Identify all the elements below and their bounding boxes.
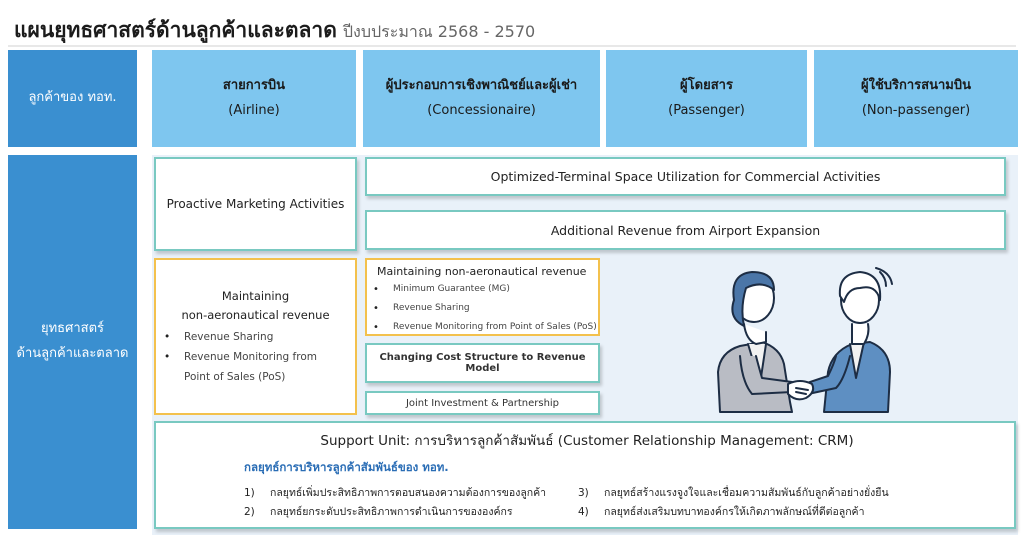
crm-item-4: 4)กลยุทธ์ส่งเสริมบทบาทองค์กรให้เกิดภาพลั… [578, 506, 865, 518]
list-item: Revenue Monitoring from Point of Sales (… [371, 318, 598, 337]
airline-nonaero-box: Maintaining non-aeronautical revenue Rev… [154, 258, 357, 415]
segment-concessionaire-en: (Concessionaire) [427, 102, 536, 118]
customers-label: ลูกค้าของ ทอท. [28, 90, 117, 106]
segment-airline: สายการบิน (Airline) [152, 50, 356, 147]
concession-nonaero-title: Maintaining non-aeronautical revenue [377, 265, 587, 278]
segment-airline-th: สายการบิน [222, 77, 286, 93]
title-period: ปีงบประมาณ 2568 - 2570 [342, 22, 536, 41]
handshake-illustration [717, 267, 893, 413]
joint-label: Joint Investment & Partnership [405, 397, 560, 409]
segment-non-passenger: ผู้ใช้บริการสนามบิน (Non-passenger) [814, 50, 1018, 147]
additional-box: Additional Revenue from Airport Expansio… [365, 210, 1006, 250]
additional-label: Additional Revenue from Airport Expansio… [550, 222, 821, 238]
segment-non-passenger-en: (Non-passenger) [861, 102, 971, 118]
crm-box: Support Unit: การบริหารลูกค้าสัมพันธ์ (C… [154, 421, 1016, 529]
cost-structure-label: Changing Cost Structure to Revenue Model [379, 352, 586, 374]
optimized-box: Optimized-Terminal Space Utilization for… [365, 157, 1006, 196]
segment-non-passenger-th: ผู้ใช้บริการสนามบิน [860, 77, 971, 93]
strategy-label-line1: ยุทธศาสตร์ [40, 321, 105, 337]
strategy-label-line2: ด้านลูกค้าและตลาด [16, 346, 129, 361]
segment-passenger: ผู้โดยสาร (Passenger) [606, 50, 807, 147]
title-divider [8, 45, 1016, 47]
joint-box: Joint Investment & Partnership [365, 391, 600, 415]
segment-concessionaire-th: ผู้ประกอบการเชิงพาณิชย์และผู้เช่า [385, 77, 578, 93]
list-item: Revenue Sharing [371, 299, 598, 318]
page-title: แผนยุทธศาสตร์ด้านลูกค้าและตลาด ปีงบประมาณ… [14, 14, 535, 47]
list-item: Minimum Guarantee (MG) [371, 280, 598, 299]
segment-passenger-en: (Passenger) [668, 102, 745, 118]
proactive-label: Proactive Marketing Activities [166, 197, 345, 211]
strategy-label-cell: ยุทธศาสตร์ ด้านลูกค้าและตลาด [8, 155, 137, 529]
airline-nonaero-list: Revenue Sharing Revenue Monitoring fromP… [156, 327, 355, 387]
segment-airline-en: (Airline) [228, 102, 280, 118]
title-main: แผนยุทธศาสตร์ด้านลูกค้าและตลาด [14, 18, 337, 42]
crm-title: Support Unit: การบริหารลูกค้าสัมพันธ์ (C… [320, 433, 854, 449]
crm-item-1: 1)กลยุทธ์เพิ่มประสิทธิภาพการตอบสนองความต… [244, 487, 547, 499]
list-item: Revenue Sharing [156, 327, 355, 347]
cost-structure-box: Changing Cost Structure to Revenue Model [365, 343, 600, 383]
crm-subtitle: กลยุทธ์การบริหารลูกค้าสัมพันธ์ของ ทอท. [244, 460, 449, 474]
crm-item-2: 2)กลยุทธ์ยกระดับประสิทธิภาพการดำเนินการข… [244, 506, 513, 518]
concession-nonaero-list: Minimum Guarantee (MG) Revenue Sharing R… [371, 280, 598, 337]
optimized-label: Optimized-Terminal Space Utilization for… [490, 169, 881, 184]
segment-passenger-th: ผู้โดยสาร [680, 77, 733, 93]
proactive-box: Proactive Marketing Activities [154, 157, 357, 251]
concession-nonaero-box: Maintaining non-aeronautical revenue Min… [365, 258, 600, 337]
airline-nonaero-title-1: Maintaining [221, 289, 290, 303]
customers-label-cell: ลูกค้าของ ทอท. [8, 50, 137, 147]
crm-item-3: 3)กลยุทธ์สร้างแรงจูงใจและเชื่อมความสัมพั… [578, 487, 889, 499]
segment-concessionaire: ผู้ประกอบการเชิงพาณิชย์และผู้เช่า (Conce… [363, 50, 600, 147]
airline-nonaero-title-2: non-aeronautical revenue [181, 308, 330, 322]
